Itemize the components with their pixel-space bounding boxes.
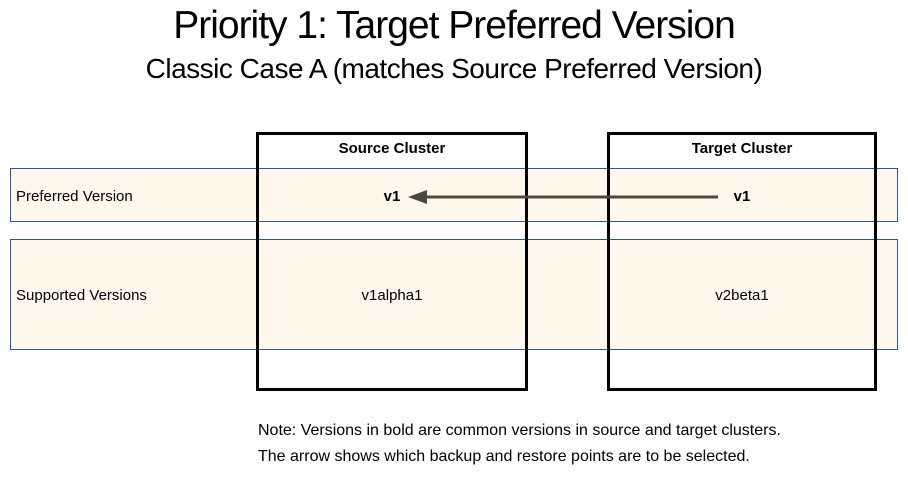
source-cluster-box xyxy=(256,132,528,391)
source-cluster-header: Source Cluster xyxy=(338,140,446,157)
note-line-1: Note: Versions in bold are common versio… xyxy=(258,422,781,439)
preferred-version-label: Preferred Version xyxy=(16,188,133,205)
supported-versions-label: Supported Versions xyxy=(16,287,147,304)
selection-arrow-icon xyxy=(408,190,718,204)
target-cluster-box xyxy=(607,132,877,391)
target-supported-value: v2beta1 xyxy=(715,287,769,304)
slide-title: Priority 1: Target Preferred Version xyxy=(173,4,736,47)
target-preferred-value: v1 xyxy=(733,188,751,205)
note-line-2: The arrow shows which backup and restore… xyxy=(258,448,750,465)
slide-subtitle: Classic Case A (matches Source Preferred… xyxy=(145,53,763,84)
supported-versions-band xyxy=(10,239,898,350)
note-text: Note: Versions in bold are common versio… xyxy=(258,418,858,470)
source-supported-value: v1alpha1 xyxy=(361,287,423,304)
preferred-version-band xyxy=(10,168,898,222)
source-preferred-value: v1 xyxy=(383,188,401,205)
target-cluster-header: Target Cluster xyxy=(691,140,793,157)
